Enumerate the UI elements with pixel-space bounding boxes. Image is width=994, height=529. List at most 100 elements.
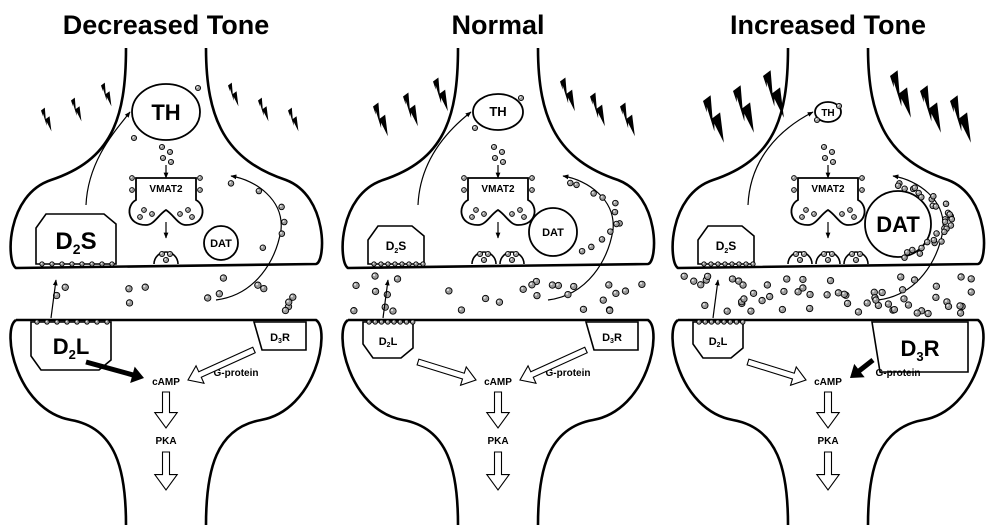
receptor-site-icon <box>367 320 371 324</box>
molecule-highlight <box>902 297 904 299</box>
molecule-highlight <box>932 238 934 240</box>
dopamine-molecule-icon <box>924 239 930 245</box>
dopamine-molecule-icon <box>505 251 510 256</box>
dopamine-molecule-icon <box>565 291 571 297</box>
d2l-receptor <box>31 322 111 370</box>
molecule-highlight <box>373 263 375 265</box>
molecule-highlight <box>899 275 901 277</box>
dopamine-molecule-icon <box>855 309 861 315</box>
molecule-highlight <box>640 282 642 284</box>
dat-label: DAT <box>542 227 564 239</box>
dopamine-molecule-icon <box>836 103 841 108</box>
synapse-panel-normal: THVMAT2D2SDATD2LD3RcAMPG-proteinPKA <box>343 48 654 525</box>
molecule-highlight <box>842 292 844 294</box>
molecule-highlight <box>190 215 192 217</box>
dopamine-molecule-icon <box>482 295 488 301</box>
molecule-highlight <box>380 263 382 265</box>
dopamine-molecule-icon <box>446 288 452 294</box>
molecule-highlight <box>912 278 914 280</box>
molecule-highlight <box>506 252 508 254</box>
molecule-highlight <box>710 263 712 265</box>
dopamine-molecule-icon <box>943 201 949 207</box>
molecule-highlight <box>575 183 577 185</box>
camp-to-pka-arrow <box>487 392 509 428</box>
receptor-site-icon <box>411 320 415 324</box>
lightning-bolt-icon <box>433 77 448 111</box>
molecule-highlight <box>692 279 694 281</box>
dopamine-molecule-icon <box>797 257 802 262</box>
receptor-site-icon <box>95 320 99 324</box>
molecule-highlight <box>945 227 947 229</box>
dopamine-molecule-icon <box>130 176 135 181</box>
molecule-highlight <box>724 263 726 265</box>
dopamine-molecule-icon <box>968 276 974 282</box>
molecule-highlight <box>71 263 73 265</box>
dopamine-molecule-icon <box>919 245 925 251</box>
gprotein-label: G-protein <box>876 368 921 379</box>
camp-label: cAMP <box>152 377 180 388</box>
dopamine-molecule-icon <box>844 300 850 306</box>
dopamine-molecule-icon <box>462 188 467 193</box>
molecule-highlight <box>198 176 200 178</box>
dat-label: DAT <box>210 238 232 250</box>
receptor-site-icon <box>716 320 720 324</box>
molecule-highlight <box>601 298 603 300</box>
molecule-highlight <box>934 284 936 286</box>
molecule-highlight <box>127 287 129 289</box>
molecule-highlight <box>831 160 833 162</box>
dopamine-molecule-icon <box>840 212 845 217</box>
molecule-highlight <box>518 208 520 210</box>
molecule-highlight <box>522 215 524 217</box>
molecule-highlight <box>405 321 407 323</box>
dopamine-molecule-icon <box>784 276 790 282</box>
molecule-highlight <box>615 222 617 224</box>
molecule-highlight <box>828 279 830 281</box>
receptor-site-icon <box>404 320 408 324</box>
dopamine-molecule-icon <box>190 215 195 220</box>
dopamine-molecule-icon <box>724 308 730 314</box>
lightning-bolt-icon <box>733 85 754 133</box>
dopamine-molecule-icon <box>860 176 865 181</box>
molecule-highlight <box>850 252 852 254</box>
camp-to-pka-arrow <box>155 392 177 428</box>
d2s-receptor <box>698 226 754 264</box>
molecule-highlight <box>510 258 512 260</box>
molecule-highlight <box>143 285 145 287</box>
molecule-highlight <box>614 291 616 293</box>
molecule-highlight <box>830 252 832 254</box>
dopamine-molecule-icon <box>958 274 964 280</box>
dopamine-molecule-icon <box>933 283 939 289</box>
dopamine-molecule-icon <box>522 215 527 220</box>
molecule-highlight <box>36 321 38 323</box>
molecule-highlight <box>725 309 727 311</box>
dopamine-molecule-icon <box>571 283 577 289</box>
molecule-highlight <box>530 283 532 285</box>
molecule-highlight <box>101 263 103 265</box>
molecule-highlight <box>848 208 850 210</box>
dopamine-molecule-icon <box>939 239 945 245</box>
molecule-highlight <box>368 321 370 323</box>
molecule-highlight <box>749 309 751 311</box>
dopamine-molecule-icon <box>492 155 497 160</box>
molecule-highlight <box>794 252 796 254</box>
molecule-highlight <box>837 104 839 106</box>
molecule-highlight <box>501 160 503 162</box>
molecule-highlight <box>729 321 731 323</box>
molecule-highlight <box>581 307 583 309</box>
molecule-highlight <box>840 212 842 214</box>
d3r-receptor <box>586 322 638 350</box>
dopamine-molecule-icon <box>261 285 267 291</box>
molecule-highlight <box>41 263 43 265</box>
molecule-highlight <box>812 212 814 214</box>
receptor-site-icon <box>730 262 734 266</box>
vmat2-label: VMAT2 <box>811 184 845 195</box>
molecule-highlight <box>530 176 532 178</box>
molecule-highlight <box>482 212 484 214</box>
molecule-highlight <box>823 156 825 158</box>
dopamine-molecule-icon <box>901 296 907 302</box>
th-label: TH <box>151 100 180 125</box>
molecule-highlight <box>860 188 862 190</box>
molecule-highlight <box>860 176 862 178</box>
dopamine-molecule-icon <box>518 95 523 100</box>
dopamine-molecule-icon <box>150 212 155 217</box>
